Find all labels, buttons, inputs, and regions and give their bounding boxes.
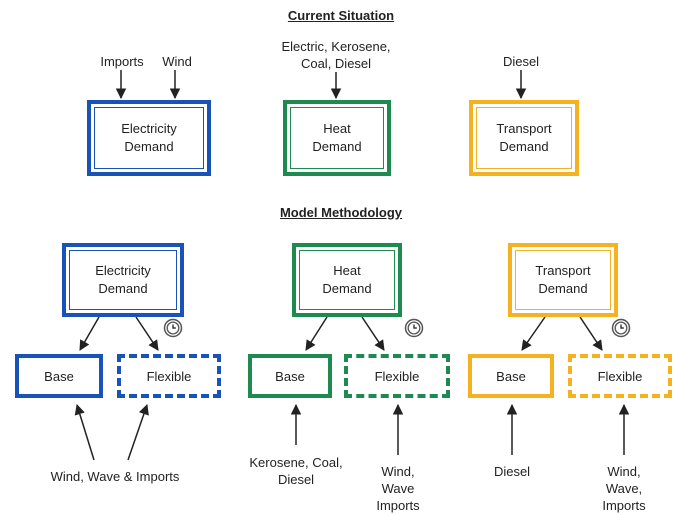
- transport-flex-supply-label: Wind, Wave, Imports: [602, 464, 646, 513]
- heat-base-supply-label: Kerosene, Coal, Diesel: [249, 455, 343, 487]
- model-methodology-heading: Model Methodology: [279, 205, 403, 220]
- heat-to-base-arrow: [305, 316, 328, 351]
- heat-to-flex-arrow: [361, 316, 385, 351]
- elec-to-flex-arrow: [135, 316, 159, 351]
- clock-icon: [404, 318, 424, 338]
- transport-to-base-arrow: [521, 316, 546, 351]
- heat-flex-supply-label: Wind, Wave Imports: [376, 464, 420, 513]
- heat-flexible-box: Flexible: [344, 354, 450, 398]
- heat-base-box: Base: [248, 354, 332, 398]
- current-situation-heading: Current Situation: [287, 8, 395, 23]
- model-transport-demand-box: Transport Demand: [508, 243, 618, 317]
- clock-icon: [163, 318, 183, 338]
- imports-label: Imports: [100, 54, 144, 69]
- current-heat-demand-box: Heat Demand: [283, 100, 391, 176]
- elec-supply-to-base-arrow: [74, 403, 95, 461]
- transport-base-box: Base: [468, 354, 554, 398]
- elec-to-base-arrow: [79, 316, 100, 351]
- transport-flexible-box: Flexible: [568, 354, 672, 398]
- transport-base-supply-label: Diesel: [493, 464, 531, 479]
- model-electricity-demand-box: Electricity Demand: [62, 243, 184, 317]
- electricity-flexible-box: Flexible: [117, 354, 221, 398]
- electricity-supply-label: Wind, Wave & Imports: [50, 469, 180, 484]
- wind-label: Wind: [162, 54, 192, 69]
- clock-icon: [611, 318, 631, 338]
- heat-input-label: Electric, Kerosene, Coal, Diesel: [281, 39, 391, 71]
- transport-input-label: Diesel: [502, 54, 540, 69]
- electricity-base-box: Base: [15, 354, 103, 398]
- transport-to-flex-arrow: [579, 316, 603, 351]
- current-electricity-demand-box: Electricity Demand: [87, 100, 211, 176]
- elec-supply-to-flex-arrow: [127, 404, 149, 461]
- model-heat-demand-box: Heat Demand: [292, 243, 402, 317]
- current-transport-demand-box: Transport Demand: [469, 100, 579, 176]
